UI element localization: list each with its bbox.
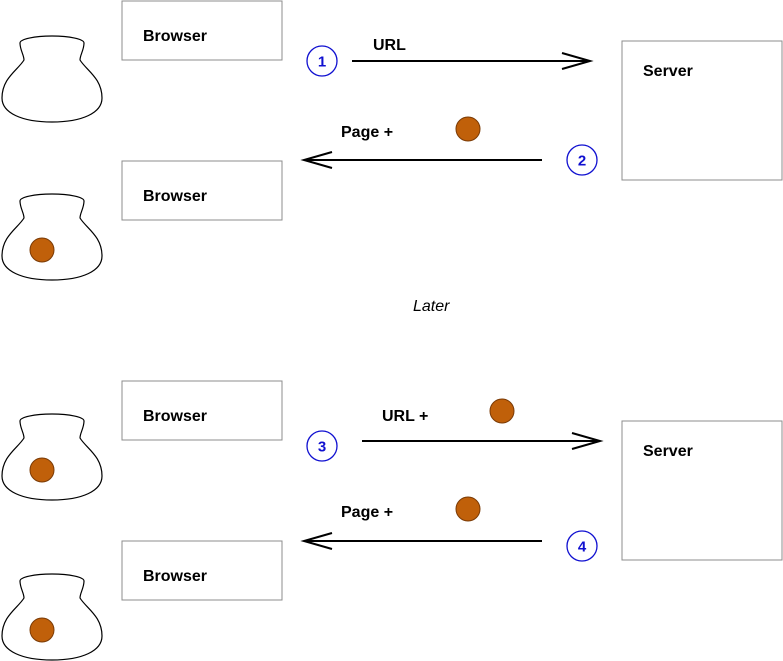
browser-label: Browser	[143, 568, 207, 585]
step-1-badge: 1	[306, 45, 338, 77]
step-number: 4	[578, 539, 587, 556]
response-arrow-2	[300, 151, 542, 169]
step-number: 3	[318, 439, 326, 456]
browser-box-3: Browser	[121, 380, 283, 441]
cookie-icon	[29, 237, 55, 263]
cookie-icon	[29, 457, 55, 483]
message-label-url: URL	[373, 37, 406, 54]
message-label-page: Page +	[341, 504, 393, 521]
response-arrow-4	[300, 532, 542, 550]
later-label: Later	[413, 298, 450, 315]
step-2-badge: 2	[566, 144, 598, 176]
message-label-url-plus: URL +	[382, 408, 428, 425]
step-number: 2	[578, 153, 586, 170]
step-3-badge: 3	[306, 430, 338, 462]
step-4-badge: 4	[566, 530, 598, 562]
browser-box-1: Browser	[121, 0, 283, 61]
cookie-jar-3	[1, 413, 103, 501]
browser-box-2: Browser	[121, 160, 283, 221]
server-label: Server	[643, 63, 693, 80]
cookie-jar-1	[1, 35, 103, 123]
cookie-icon	[489, 398, 515, 424]
step-number: 1	[318, 54, 326, 71]
message-label-page: Page +	[341, 124, 393, 141]
cookie-icon	[29, 617, 55, 643]
request-arrow-3	[362, 432, 604, 450]
server-label: Server	[643, 443, 693, 460]
cookie-icon	[455, 116, 481, 142]
browser-label: Browser	[143, 28, 207, 45]
request-arrow-1	[352, 52, 594, 70]
cookie-jar-4	[1, 573, 103, 661]
cookie-icon	[455, 496, 481, 522]
browser-label: Browser	[143, 408, 207, 425]
server-box-1: Server	[621, 40, 783, 181]
browser-box-4: Browser	[121, 540, 283, 601]
server-box-2: Server	[621, 420, 783, 561]
cookie-jar-2	[1, 193, 103, 281]
browser-label: Browser	[143, 188, 207, 205]
